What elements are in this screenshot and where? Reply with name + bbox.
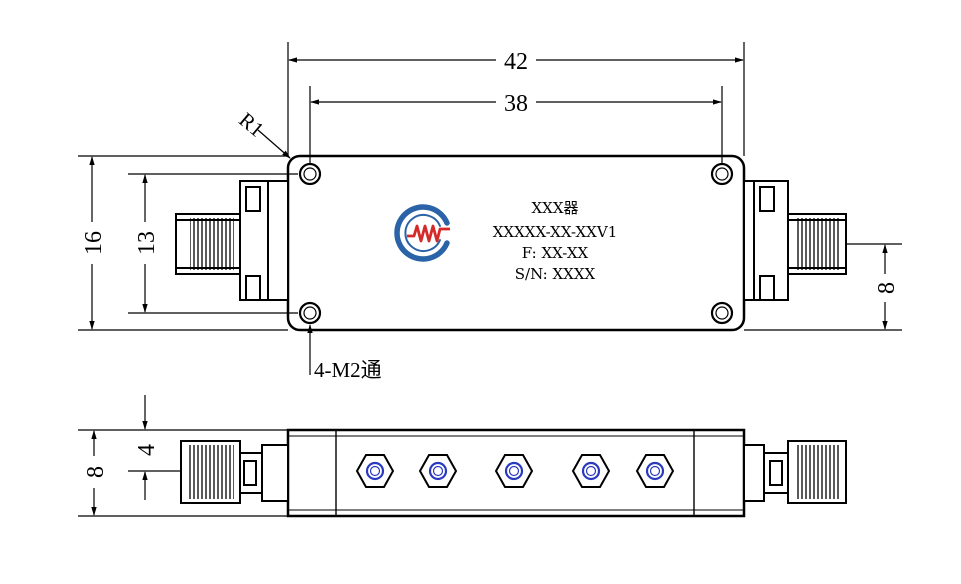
dimension-8-side-label: 8 — [83, 466, 109, 478]
left-connector-side — [180, 440, 289, 504]
dimension-4-label: 4 — [134, 444, 160, 456]
radius-label: R1 — [234, 108, 268, 142]
manufacturer-logo — [394, 204, 450, 262]
mounting-hole-top-left — [298, 162, 322, 186]
dimension-16-label: 16 — [81, 231, 107, 255]
dimension-8-right-label: 8 — [874, 282, 900, 294]
mounting-hole-bottom-right — [710, 301, 734, 325]
dimension-hole-spacing — [309, 86, 723, 163]
dimension-42-label: 42 — [504, 49, 528, 75]
top-view-body — [286, 154, 746, 332]
radius-leader — [257, 129, 291, 159]
dimension-overall-length — [287, 42, 745, 156]
dimension-side-connector — [128, 395, 181, 500]
tuning-screw-4 — [571, 454, 611, 488]
tuning-screw-2 — [418, 454, 458, 488]
dimension-hole-width-spacing — [128, 173, 298, 314]
mounting-hole-bottom-left — [298, 301, 322, 325]
left-connector-top — [175, 180, 289, 301]
dimension-overall-width — [78, 155, 288, 331]
dimension-38-label: 38 — [504, 91, 528, 117]
mounting-holes-label: 4-M2通 — [314, 358, 382, 382]
serial-label: S/N: XXXX — [515, 265, 596, 283]
tuning-screw-3 — [494, 454, 534, 488]
frequency-label: F: XX-XX — [522, 244, 589, 262]
model-number: XXXXX-XX-XXV1 — [493, 223, 617, 241]
top-view: XXX器 XXXXX-XX-XXV1 F: XX-XX S/N: XXXX 42… — [78, 42, 902, 382]
dimension-13-label: 13 — [134, 231, 160, 255]
dimension-connector-offset — [744, 243, 902, 331]
mounting-hole-top-right — [710, 162, 734, 186]
side-view: 8 4 — [78, 395, 847, 518]
right-connector-side — [743, 440, 847, 504]
dimension-side-height — [78, 429, 288, 517]
tuning-screw-1 — [355, 454, 395, 488]
tuning-screw-5 — [635, 454, 675, 488]
right-connector-top — [743, 180, 847, 301]
product-name: XXX器 — [531, 199, 578, 217]
